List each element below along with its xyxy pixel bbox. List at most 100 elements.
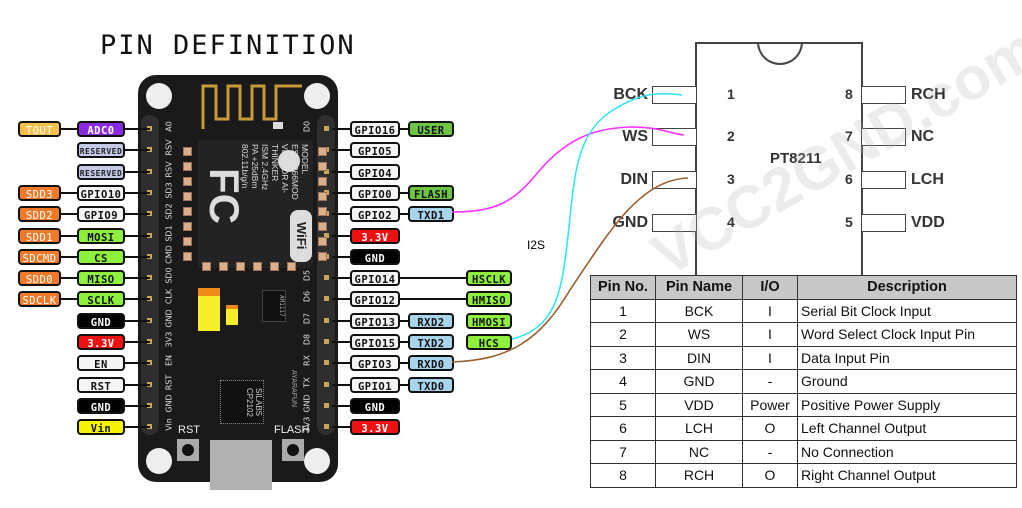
right-pin-gpio: GPIO3 — [350, 355, 400, 372]
left-pin-alt: SDCLK — [18, 291, 61, 308]
table-cell: 3 — [590, 345, 656, 370]
chip-pin-number: 7 — [845, 128, 853, 144]
pin-wire — [332, 298, 470, 301]
header-pin — [324, 296, 329, 302]
chip-pin-name: RCH — [911, 86, 946, 103]
table-cell: I — [742, 322, 798, 347]
chip-pin-number: 5 — [845, 214, 853, 230]
pin-wire — [332, 170, 352, 173]
table-cell: NC — [655, 439, 743, 464]
header-pin — [324, 317, 329, 323]
table-cell: GND — [655, 369, 743, 394]
table-cell: WS — [655, 322, 743, 347]
left-pin-function: RST — [77, 376, 125, 393]
table-cell: 4 — [590, 369, 656, 394]
chip-pin-number: 2 — [727, 128, 735, 144]
table-header: I/O — [742, 275, 798, 300]
pin-wire — [332, 234, 352, 237]
table-cell: 2 — [590, 322, 656, 347]
table-cell: O — [742, 416, 798, 441]
pin-wire — [332, 404, 352, 407]
table-cell: Left Channel Output — [797, 416, 1017, 441]
module-pad — [318, 237, 327, 246]
left-pin-function: Vin — [77, 419, 125, 436]
table-header: Pin No. — [590, 275, 656, 300]
left-pin-alt: SDD1 — [18, 227, 61, 244]
module-pad — [318, 207, 327, 216]
left-header — [141, 115, 159, 435]
voltage-regulator: AM1117 — [262, 290, 286, 322]
chip-pin-right — [861, 171, 906, 189]
chip-pin-name: LCH — [911, 171, 944, 188]
pin-wire — [124, 170, 150, 173]
chip-pin-name: VDD — [911, 214, 945, 231]
table-cell: VDD — [655, 392, 743, 417]
capacitor-small — [226, 305, 238, 325]
chip-pin-left — [652, 214, 697, 232]
right-pin-gpio: GPIO14 — [350, 270, 400, 287]
wire-rxd0-din — [451, 177, 689, 363]
module-pad — [183, 147, 192, 156]
right-pin-gpio: GPIO4 — [350, 163, 400, 180]
usb-chip: SILABS CP2102 — [220, 380, 264, 424]
right-pin-gpio: GPIO2 — [350, 206, 400, 223]
pin-wire — [332, 426, 352, 429]
capacitor — [198, 288, 220, 331]
left-pin-alt: SDD0 — [18, 270, 61, 287]
table-cell: Serial Bit Clock Input — [797, 298, 1017, 323]
flash-button[interactable] — [282, 439, 304, 461]
left-pin-function: CS — [77, 248, 125, 265]
left-pin-function: RESERVED — [77, 163, 125, 180]
table-cell: Right Channel Output — [797, 463, 1017, 488]
module-pad — [183, 177, 192, 186]
table-cell: - — [742, 439, 798, 464]
table-cell: Positive Power Supply — [797, 392, 1017, 417]
chip-pin-right — [861, 86, 906, 104]
mount-hole — [146, 83, 172, 109]
pin-wire — [332, 149, 352, 152]
right-pin-alt: HMISO — [466, 291, 512, 308]
table-cell: Power — [742, 392, 798, 417]
chip-pin-right — [861, 128, 906, 146]
left-pin-function: MISO — [77, 270, 125, 287]
table-cell: LCH — [655, 416, 743, 441]
rst-button-label: RST — [178, 424, 200, 436]
right-pin-alt: USER — [408, 121, 454, 137]
chip-pin-number: 4 — [727, 214, 735, 230]
right-pin-gpio: GND — [350, 397, 400, 414]
right-pin-uart: RXD2 — [408, 312, 454, 329]
chip-pin-name: BCK — [613, 86, 648, 103]
right-pin-uart: TXD0 — [408, 376, 454, 393]
left-pin-function: GPIO10 — [77, 184, 125, 201]
right-pin-gpio: GPIO5 — [350, 142, 400, 159]
left-pin-alt: SDD2 — [18, 206, 61, 223]
pin-wire — [124, 149, 150, 152]
table-cell: No Connection — [797, 439, 1017, 464]
chip-pin-name: WS — [622, 128, 648, 145]
table-cell: 6 — [590, 416, 656, 441]
module-pad — [287, 262, 296, 271]
rst-button[interactable] — [177, 439, 199, 461]
table-cell: RCH — [655, 463, 743, 488]
chip-name: PT8211 — [770, 150, 822, 167]
module-pad — [318, 162, 327, 171]
module-pad — [183, 192, 192, 201]
pin-wire — [124, 383, 150, 386]
left-pin-function: MOSI — [77, 227, 125, 244]
brand-label: AYARAFUN — [290, 370, 297, 408]
right-pin-alt: TXD1 — [408, 206, 454, 223]
header-pin — [324, 360, 329, 366]
header-pin — [324, 126, 329, 131]
module-pad — [253, 262, 262, 271]
left-pin-function: 3.3V — [77, 334, 125, 350]
table-cell: I — [742, 298, 798, 323]
right-pin-alt: FLASH — [408, 184, 454, 201]
pin-wire — [332, 255, 352, 258]
table-cell: - — [742, 369, 798, 394]
module-pad — [270, 262, 279, 271]
